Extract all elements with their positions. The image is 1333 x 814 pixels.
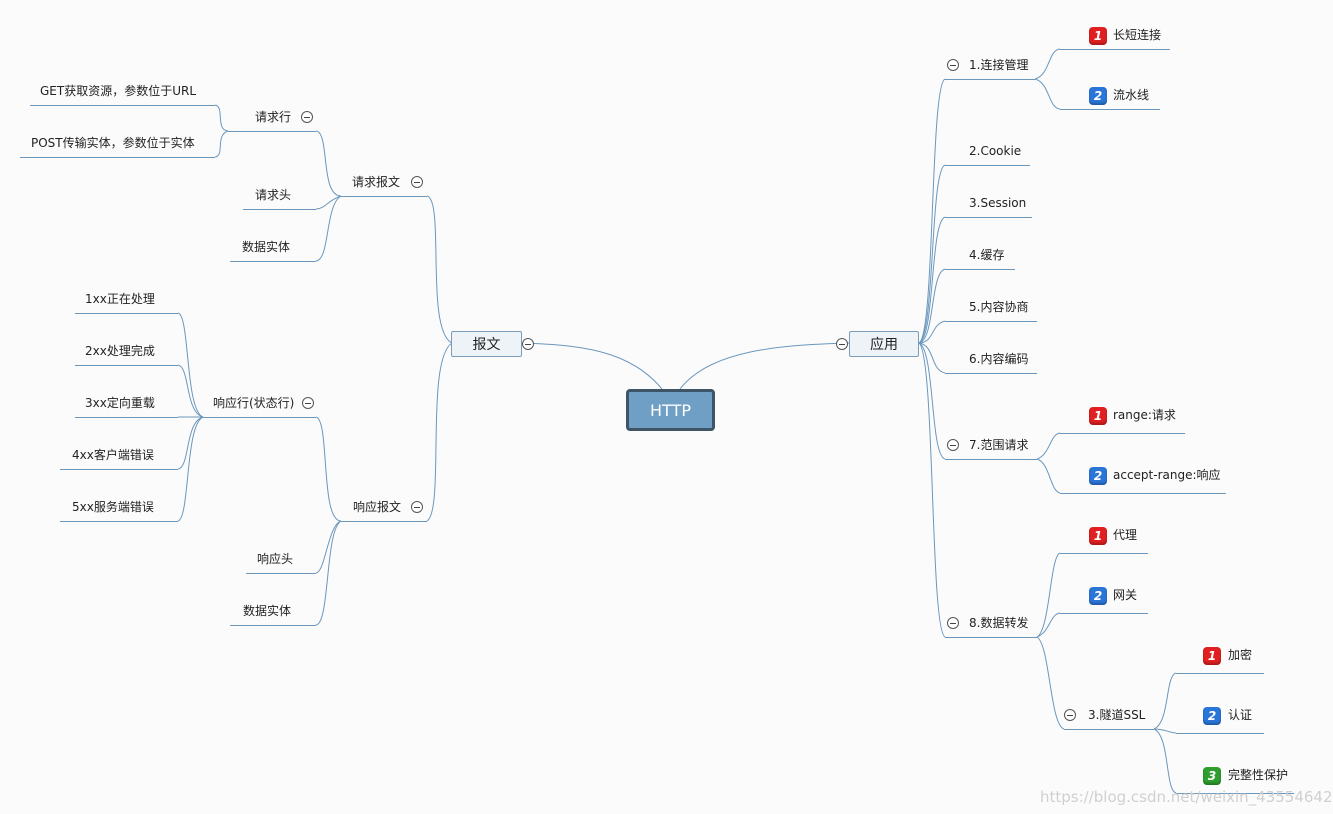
node-post[interactable]: POST传输实体，参数位于实体 [31,136,195,150]
node-get[interactable]: GET获取资源，参数位于URL [40,84,197,98]
node-cache[interactable]: 4.缓存 [969,248,1005,262]
priority-2-icon: 2 [1089,467,1107,485]
node-status-2xx[interactable]: 2xx处理完成 [85,344,155,358]
collapse-icon[interactable] [947,439,959,451]
node-long-short-conn[interactable]: 长短连接 [1113,28,1162,42]
node-ssl-tunnel[interactable]: 3.隧道SSL [1088,708,1146,722]
collapse-icon[interactable] [301,111,313,123]
node-response-message[interactable]: 响应报文 [353,500,402,514]
node-authentication[interactable]: 认证 [1228,708,1253,722]
node-data-forwarding[interactable]: 8.数据转发 [969,616,1029,630]
priority-1-icon: 1 [1089,527,1107,545]
node-accept-range[interactable]: accept-range:响应 [1113,468,1221,482]
node-content-encoding[interactable]: 6.内容编码 [969,352,1029,366]
node-integrity[interactable]: 完整性保护 [1228,768,1289,782]
collapse-icon[interactable] [947,59,959,71]
collapse-icon[interactable] [836,338,848,350]
node-encryption[interactable]: 加密 [1228,648,1253,662]
priority-2-icon: 2 [1203,707,1221,725]
node-response-header[interactable]: 响应头 [257,552,294,566]
priority-1-icon: 1 [1089,27,1107,45]
priority-2-icon: 2 [1089,87,1107,105]
node-gateway[interactable]: 网关 [1113,588,1138,602]
node-status-1xx[interactable]: 1xx正在处理 [85,292,155,306]
node-status-4xx[interactable]: 4xx客户端错误 [72,448,154,462]
node-range-req[interactable]: range:请求 [1113,408,1176,422]
node-session[interactable]: 3.Session [969,196,1027,210]
root-node[interactable]: HTTP [626,389,715,431]
watermark: https://blog.csdn.net/weixin_43554642 [1040,788,1333,806]
collapse-icon[interactable] [302,397,314,409]
priority-2-icon: 2 [1089,587,1107,605]
priority-1-icon: 1 [1203,647,1221,665]
node-status-line[interactable]: 响应行(状态行) [213,396,295,410]
node-request-header[interactable]: 请求头 [255,188,292,202]
node-content-negotiation[interactable]: 5.内容协商 [969,300,1029,314]
node-application[interactable]: 应用 [849,331,919,357]
node-status-5xx[interactable]: 5xx服务端错误 [72,500,154,514]
collapse-icon[interactable] [522,338,534,350]
node-pipeline[interactable]: 流水线 [1113,88,1150,102]
node-proxy[interactable]: 代理 [1113,528,1138,542]
node-cookie[interactable]: 2.Cookie [969,144,1022,158]
node-request-message[interactable]: 请求报文 [352,175,401,189]
node-connection-management[interactable]: 1.连接管理 [969,58,1029,72]
collapse-icon[interactable] [1064,709,1076,721]
collapse-icon[interactable] [411,501,423,513]
collapse-icon[interactable] [411,176,423,188]
collapse-icon[interactable] [947,617,959,629]
node-request-line[interactable]: 请求行 [255,110,292,124]
priority-3-icon: 3 [1203,767,1221,785]
node-status-3xx[interactable]: 3xx定向重载 [85,396,155,410]
priority-1-icon: 1 [1089,407,1107,425]
node-message[interactable]: 报文 [451,331,522,357]
node-response-body[interactable]: 数据实体 [243,604,292,618]
node-request-body[interactable]: 数据实体 [242,240,291,254]
node-range-request[interactable]: 7.范围请求 [969,438,1029,452]
